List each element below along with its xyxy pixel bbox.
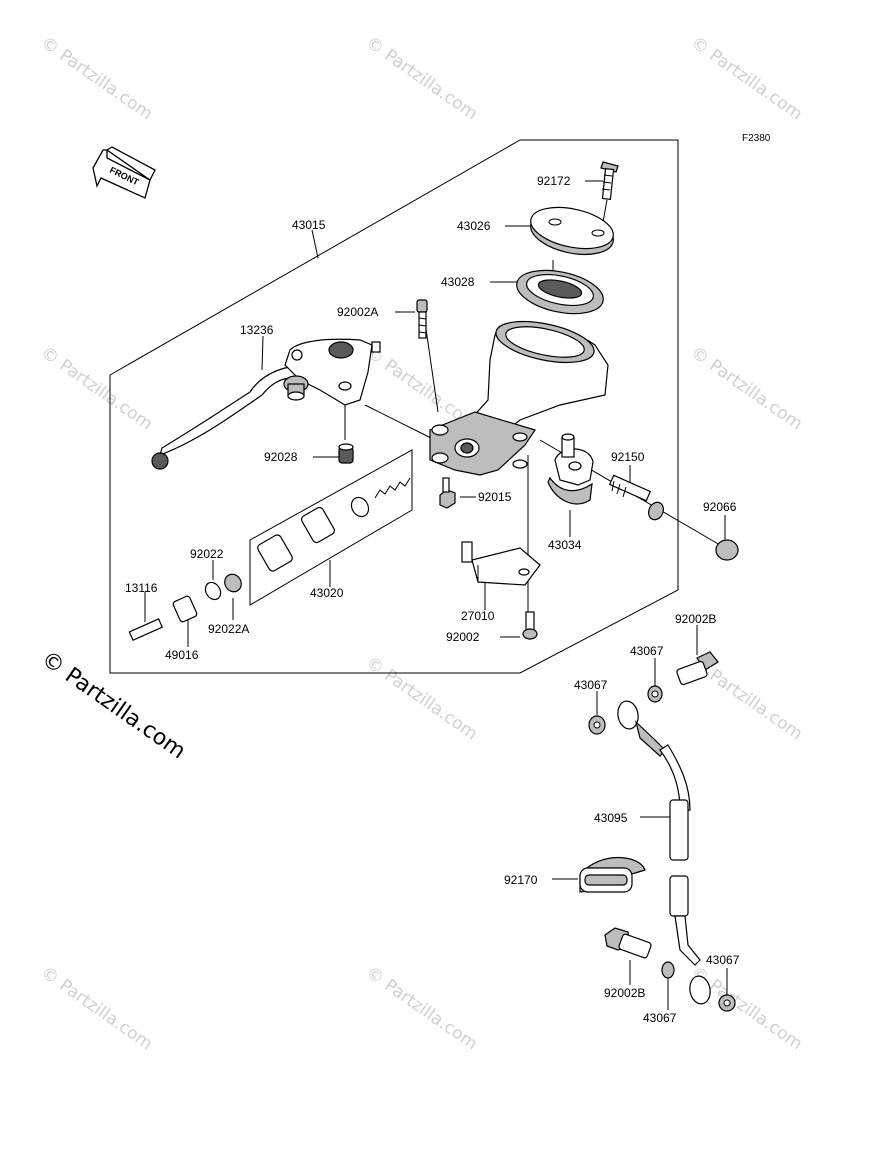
part-label: 43028 — [441, 275, 475, 289]
part-label: 92002B — [675, 612, 716, 626]
part-label: 43067 — [574, 678, 608, 692]
part-label: 92015 — [478, 490, 512, 504]
washer-43067-d-icon — [718, 994, 736, 1012]
washer-43067-a-icon — [647, 685, 663, 703]
part-reservoir-cap-screw-icon — [600, 161, 619, 200]
nut-92015-icon — [439, 477, 456, 509]
part-label: 43067 — [643, 1011, 677, 1025]
front-arrow-icon: FRONT — [92, 146, 156, 199]
part-label: 43095 — [594, 811, 628, 825]
watermark: © Partzilla.com — [362, 653, 481, 745]
piston-kit-icon — [257, 477, 411, 572]
watermark: © Partzilla.com — [687, 33, 806, 125]
bolt-92150-icon — [608, 474, 664, 521]
part-label: 92066 — [703, 500, 737, 514]
part-label: 43067 — [706, 953, 740, 967]
assembly-outline — [109, 139, 679, 674]
watermark: © Partzilla.com — [37, 33, 156, 125]
watermark: © Partzilla.com — [362, 33, 481, 125]
figure-code: F2380 — [742, 133, 771, 144]
watermark: © Partzilla.com — [687, 343, 806, 435]
master-cylinder-body-icon — [429, 320, 609, 476]
clutch-lever-icon — [151, 338, 381, 470]
part-label: 43015 — [292, 218, 326, 232]
piston-kit-outline — [249, 449, 413, 606]
pivot-nut-92028-icon — [338, 443, 354, 464]
watermark: © Partzilla.com — [687, 963, 806, 1055]
part-label: 92022A — [208, 622, 249, 636]
part-label: 13116 — [125, 581, 158, 595]
banjo-bolt-top-icon — [676, 651, 719, 686]
bolt-92002A-icon — [416, 299, 428, 339]
washer-43067-b-icon — [588, 715, 606, 735]
part-label: 92150 — [611, 450, 645, 464]
part-label: 43067 — [630, 644, 664, 658]
part-label: 92022 — [190, 547, 224, 561]
part-label: 13236 — [240, 323, 274, 337]
switch-27010-icon — [461, 541, 541, 586]
part-label: 92172 — [537, 174, 571, 188]
screw-92002-icon — [522, 611, 538, 640]
circlip-92022-icon — [204, 573, 242, 601]
part-label: 27010 — [461, 609, 495, 623]
watermark: © Partzilla.com — [37, 963, 156, 1055]
part-label: 92002B — [604, 986, 645, 1000]
part-label: 92170 — [504, 873, 538, 887]
brake-hose-icon — [617, 700, 711, 1005]
watermark: © Partzilla.com — [362, 963, 481, 1055]
part-labels: 43015 92172 43026 43028 92002A 13236 920… — [125, 174, 740, 1025]
watermark: © Partzilla.com — [37, 343, 156, 435]
watermarks: © Partzilla.com © Partzilla.com © Partzi… — [37, 33, 806, 1055]
part-label: 43026 — [457, 219, 491, 233]
part-label: 92002A — [337, 305, 378, 319]
part-label: 43034 — [548, 538, 582, 552]
push-rod-icon — [128, 595, 198, 641]
part-label: 92028 — [264, 450, 298, 464]
washer-43067-c-icon — [661, 961, 675, 979]
part-label: 92002 — [446, 630, 480, 644]
diaphragm-plate-icon — [516, 269, 604, 315]
copyright-text: © Partzilla.com — [37, 646, 190, 764]
cap-92066-icon — [715, 539, 739, 561]
hose-clamp-icon — [579, 856, 646, 893]
banjo-bolt-bottom-icon — [604, 927, 652, 959]
part-label: 49016 — [165, 648, 199, 662]
reservoir-cap-icon — [530, 206, 614, 256]
part-label: 43020 — [310, 586, 344, 600]
clamp-43034-icon — [547, 433, 594, 505]
